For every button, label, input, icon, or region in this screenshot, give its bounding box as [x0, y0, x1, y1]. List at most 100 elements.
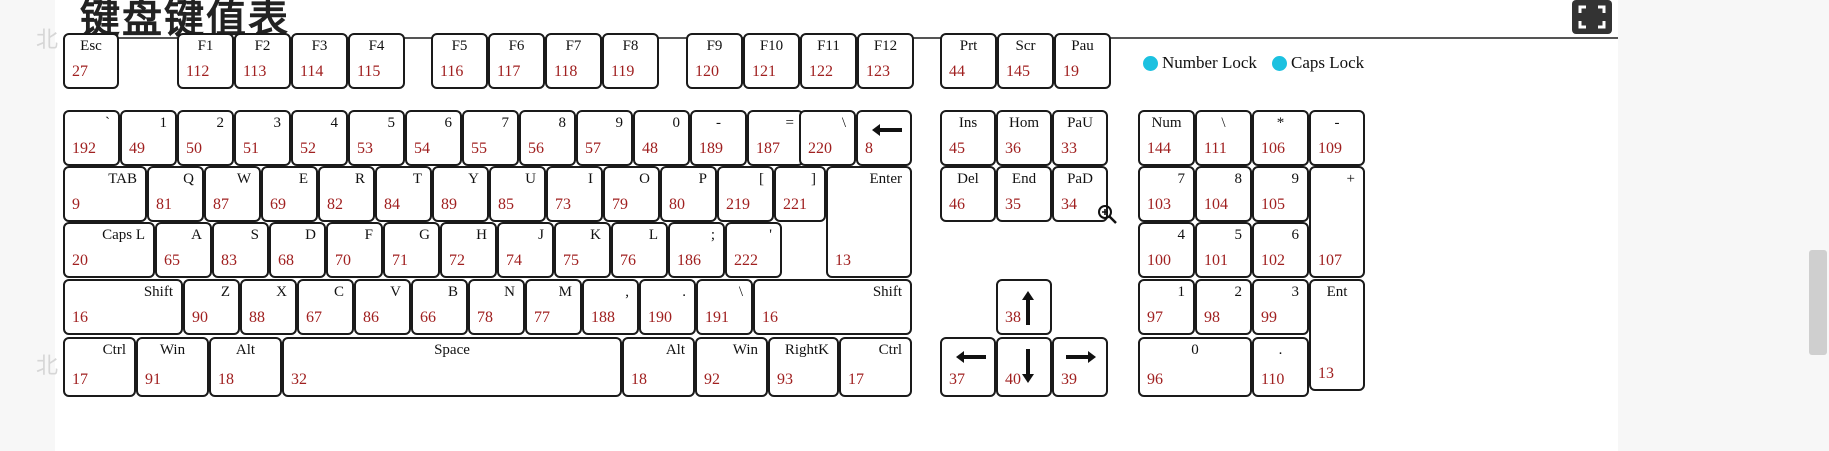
indicator-light	[1143, 55, 1158, 71]
key-3: 3 51	[234, 110, 291, 166]
key-label: Space	[434, 342, 470, 358]
key-label: 1	[159, 115, 168, 131]
key-label: 1	[1177, 284, 1186, 300]
key-code: 8	[865, 140, 873, 157]
key-label: W	[236, 171, 251, 187]
key-code: 57	[585, 140, 601, 157]
key-label: [	[759, 171, 764, 187]
key-label: Ent	[1326, 284, 1348, 300]
key-code: 66	[420, 309, 436, 326]
key-code: 18	[631, 371, 647, 388]
key-label: 2	[216, 115, 225, 131]
key-code: 17	[848, 371, 864, 388]
key-label: Ctrl	[878, 342, 902, 358]
key-code: 222	[734, 252, 758, 269]
key-label: H	[476, 227, 487, 243]
key-code: 9	[72, 196, 80, 213]
key-symbol: \220	[799, 110, 856, 166]
key-label: C	[333, 284, 344, 300]
key-label: 3	[273, 115, 282, 131]
key-code: 76	[620, 252, 636, 269]
key-label: F6	[508, 38, 525, 54]
key-label: F12	[873, 38, 898, 54]
key-label: R	[354, 171, 365, 187]
key-arrow-39: 39	[1052, 337, 1108, 397]
key-label: 9	[615, 115, 624, 131]
scrollbar-thumb[interactable]	[1809, 250, 1827, 355]
key-code: 83	[221, 252, 237, 269]
key-code: 77	[534, 309, 550, 326]
zoom-in-icon[interactable]	[1097, 204, 1119, 226]
key-code: 104	[1204, 196, 1228, 213]
key-code: 120	[695, 63, 719, 80]
key-code: 17	[72, 371, 88, 388]
key-code: 80	[669, 196, 685, 213]
key-label: 5	[1234, 227, 1243, 243]
key-code: 84	[384, 196, 400, 213]
key-label: =	[785, 115, 794, 131]
key-code: 56	[528, 140, 544, 157]
key-label: F11	[817, 38, 840, 54]
key-label: F4	[368, 38, 385, 54]
number-lock-label: Number Lock	[1162, 53, 1257, 72]
key-code: 219	[726, 196, 750, 213]
key-code: 72	[449, 252, 465, 269]
key-code: 51	[243, 140, 259, 157]
key-code: 32	[291, 371, 307, 388]
key-code: 114	[300, 63, 324, 80]
expand-icon[interactable]	[1572, 0, 1612, 34]
key-code: 82	[327, 196, 343, 213]
key-code: 118	[554, 63, 578, 80]
key-label: *	[1276, 115, 1285, 131]
key-label: O	[639, 171, 650, 187]
key-code: 109	[1318, 140, 1342, 157]
key-label: `	[105, 115, 110, 131]
key-label: 5	[387, 115, 396, 131]
indicator-light	[1272, 55, 1287, 71]
key-code: 92	[704, 371, 720, 388]
key-label: E	[298, 171, 308, 187]
key-code: 123	[866, 63, 890, 80]
key-label: End	[1011, 171, 1037, 187]
key-code: 86	[363, 309, 379, 326]
key-code: 145	[1006, 63, 1030, 80]
key-label: F8	[622, 38, 639, 54]
key-label: I	[588, 171, 593, 187]
key-label: Shift	[143, 284, 173, 300]
key-code: 27	[72, 63, 88, 80]
key-symbol: .110	[1252, 337, 1309, 397]
key-label: Ins	[958, 115, 978, 131]
key-label: 6	[1291, 227, 1300, 243]
key-symbol: \191	[696, 279, 753, 335]
key-code: 20	[72, 252, 88, 269]
key-f12: F12 123	[857, 33, 914, 89]
key-code: 36	[1005, 140, 1021, 157]
